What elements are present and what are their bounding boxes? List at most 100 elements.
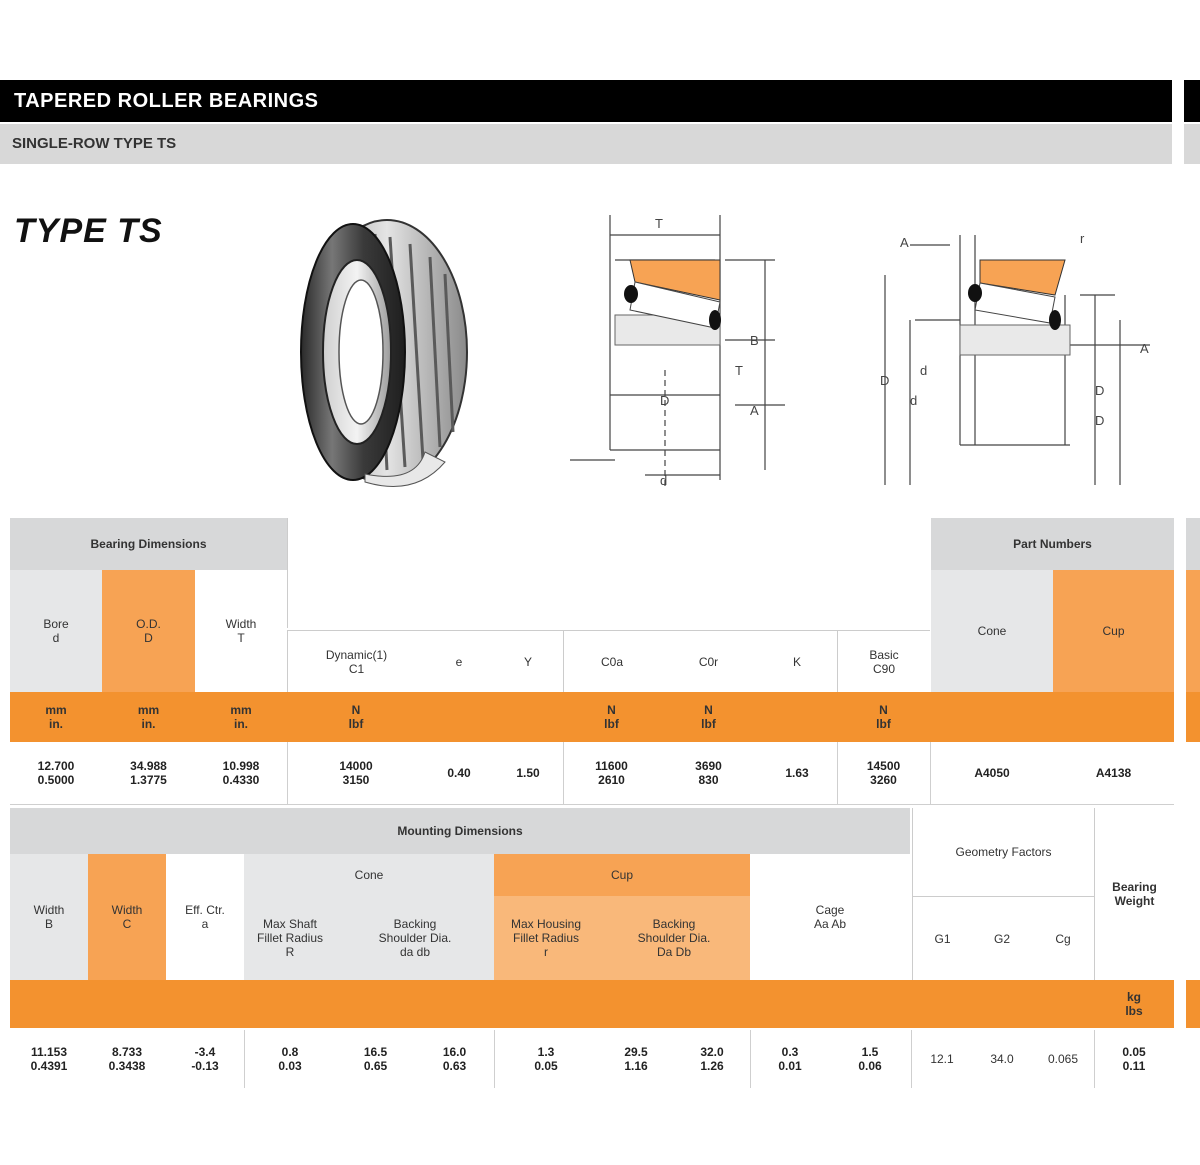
page-title: TAPERED ROLLER BEARINGS	[0, 80, 1172, 122]
col-static-b: C0r	[660, 630, 757, 692]
unit-basic: N lbf	[876, 703, 891, 731]
mounting-diagram: A r D d d D D A	[880, 231, 1150, 485]
cross-section-diagram: T B T D A d	[570, 215, 785, 490]
svg-text:d: d	[660, 473, 667, 488]
divider	[10, 804, 1174, 805]
table1-units-edge	[1186, 692, 1200, 742]
table-row-k: 1.63	[785, 766, 809, 780]
col-cup-fillet: Max Housing Fillet Radius r	[494, 896, 598, 980]
col-width-c: Width C	[88, 854, 166, 980]
group-bearing-dimensions: Bearing Dimensions	[10, 518, 287, 570]
col-g2: G2	[972, 896, 1032, 980]
svg-text:D: D	[880, 373, 889, 388]
col-cup-backing: Backing Shoulder Dia. Da Db	[598, 896, 750, 980]
svg-text:A: A	[750, 403, 759, 418]
table-row-g1: 12.1	[930, 1052, 954, 1066]
unit-static-a: N lbf	[604, 703, 619, 731]
table-row-width-b: 11.153 0.4391	[30, 1045, 68, 1073]
group-cone: Cone	[244, 854, 494, 896]
divider	[494, 1030, 495, 1088]
svg-text:A: A	[900, 235, 909, 250]
divider	[563, 742, 564, 804]
divider	[244, 1030, 245, 1088]
unit-bore: mm in.	[45, 703, 67, 731]
col-bore: Bore d	[10, 570, 102, 692]
col-od: O.D. D	[102, 570, 195, 692]
col-factor-e: e	[425, 630, 493, 692]
table-row-weight: 0.05 0.11	[1122, 1045, 1146, 1073]
table-row-bore: 12.700 0.5000	[37, 759, 75, 787]
group-mounting-dimensions: Mounting Dimensions	[10, 808, 910, 854]
svg-text:d: d	[920, 363, 927, 378]
svg-text:A: A	[1140, 341, 1149, 356]
table-row-basic: 14500 3260	[866, 759, 901, 787]
col-basic: Basic C90	[837, 630, 930, 692]
table-row-cone-fillet: 0.8 0.03	[278, 1045, 302, 1073]
table-row-width-c: 8.733 0.3438	[108, 1045, 146, 1073]
group-bearing-weight: Bearing Weight	[1094, 808, 1174, 980]
unit-od: mm in.	[137, 703, 160, 731]
col-cone-fillet: Max Shaft Fillet Radius R	[244, 896, 336, 980]
table-row-y: 1.50	[516, 766, 540, 780]
unit-width: mm in.	[230, 703, 252, 731]
table-row-g2: 34.0	[990, 1052, 1014, 1066]
group-geometry-factors: Geometry Factors	[912, 808, 1094, 896]
col-cone-backing: Backing Shoulder Dia. da db	[336, 896, 494, 980]
table-row-cone-db: 16.0 0.63	[442, 1045, 467, 1073]
svg-text:B: B	[750, 333, 759, 348]
table2-units-band	[10, 980, 1174, 1028]
col-width-b: Width B	[10, 854, 88, 980]
table-row-dynamic: 14000 3150	[339, 759, 373, 787]
unit-weight: kg lbs	[1125, 990, 1143, 1018]
unit-static-b: N lbf	[701, 703, 716, 731]
divider	[837, 742, 838, 804]
divider	[750, 1030, 751, 1088]
col-g1: G1	[912, 896, 972, 980]
table-row-static-a: 11600 2610	[595, 759, 628, 787]
col-width: Width T	[195, 570, 287, 692]
title-bar-continuation	[1184, 80, 1200, 122]
table-row-width: 10.998 0.4330	[222, 759, 260, 787]
table-row-cage-Aa: 0.3 0.01	[778, 1045, 802, 1073]
svg-text:D: D	[660, 393, 669, 408]
table-row-e: 0.40	[447, 766, 471, 780]
table-row-od: 34.988 1.3775	[130, 759, 167, 787]
col-static-k: K	[757, 630, 837, 692]
group-cup: Cup	[494, 854, 750, 896]
svg-text:D: D	[1095, 413, 1104, 428]
table-row-cone: A4050	[974, 766, 1010, 780]
svg-text:T: T	[735, 363, 743, 378]
table-row-cage-Ab: 1.5 0.06	[858, 1045, 882, 1073]
table1-edge	[1186, 518, 1200, 570]
subtitle-bar-continuation	[1184, 124, 1200, 164]
col-cup: Cup	[1053, 570, 1174, 692]
svg-text:r: r	[1080, 231, 1085, 246]
page-subtitle: SINGLE-ROW TYPE TS	[0, 124, 1172, 164]
load-ratings-header-area	[287, 518, 930, 628]
table-row-cup-Db: 32.0 1.26	[700, 1045, 724, 1073]
svg-text:d: d	[910, 393, 917, 408]
divider	[911, 1030, 912, 1088]
table-row-static-b: 3690 830	[695, 759, 722, 787]
table-row-cg: 0.065	[1047, 1052, 1079, 1066]
col-factor-y: Y	[493, 630, 563, 692]
col-dynamic: Dynamic(1) C1	[287, 630, 425, 692]
table1-edge-2	[1186, 570, 1200, 692]
divider	[1094, 1030, 1095, 1088]
table-row-cone-da: 16.5 0.65	[363, 1045, 388, 1073]
divider	[287, 742, 288, 804]
svg-text:T: T	[655, 216, 663, 231]
col-cone: Cone	[931, 570, 1053, 692]
divider	[930, 742, 931, 804]
table-row-cup-Da: 29.5 1.16	[624, 1045, 648, 1073]
col-cage: Cage Aa Ab	[750, 854, 910, 980]
table-row-cup-fillet: 1.3 0.05	[534, 1045, 558, 1073]
unit-dynamic: N lbf	[348, 703, 364, 731]
col-static-a: C0a	[563, 630, 660, 692]
svg-text:D: D	[1095, 383, 1104, 398]
table1-units-band	[10, 692, 1174, 742]
table-row-cup: A4138	[1095, 766, 1132, 780]
bearing-photo	[300, 219, 468, 487]
table2-units-edge	[1186, 980, 1200, 1028]
col-cg: Cg	[1032, 896, 1094, 980]
